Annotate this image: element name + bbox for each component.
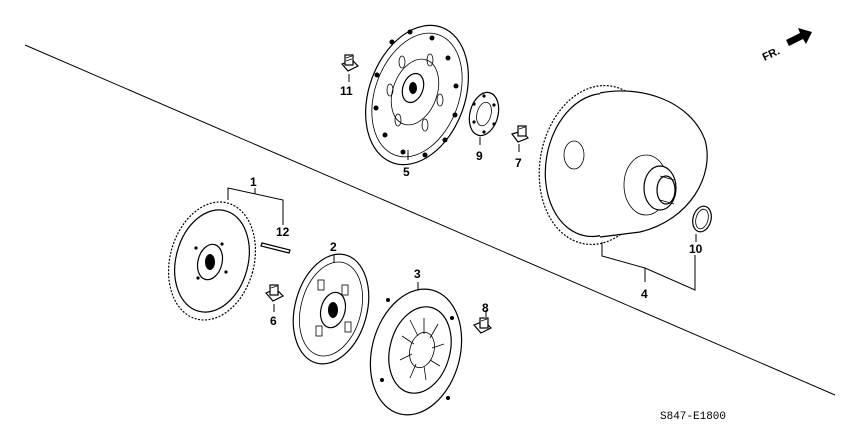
callout-8: 8: [482, 301, 489, 315]
part-10-o-ring[interactable]: [690, 204, 714, 234]
callout-3: 3: [414, 267, 421, 281]
callout-1: 1: [250, 175, 257, 189]
section-divider-line: [24, 44, 836, 396]
callout-5: 5: [403, 165, 410, 179]
diagram-code: S847-E1800: [660, 411, 726, 423]
part-12-dowel-pin[interactable]: [260, 242, 291, 254]
callout-11: 11: [340, 84, 353, 98]
part-8-bolt[interactable]: [472, 317, 493, 334]
part-7-bolt[interactable]: [511, 125, 530, 143]
part-11-bolt[interactable]: [340, 54, 360, 72]
callout-9: 9: [476, 149, 483, 163]
part-9-backing-plate[interactable]: [465, 89, 503, 139]
callout-4: 4: [641, 287, 648, 301]
part-1-flywheel[interactable]: [156, 192, 268, 330]
direction-label: FR.: [761, 45, 782, 63]
part-5-drive-plate[interactable]: [347, 11, 486, 179]
part-3-clutch-cover[interactable]: [357, 279, 475, 425]
part-4-torque-converter[interactable]: [527, 76, 708, 254]
callout-12: 12: [276, 225, 290, 239]
callout-10: 10: [689, 242, 703, 256]
callout-2: 2: [330, 240, 337, 254]
callout-6: 6: [270, 314, 277, 328]
part-2-clutch-disc[interactable]: [282, 246, 381, 373]
front-direction-arrow: FR.: [761, 28, 812, 64]
callout-7: 7: [515, 156, 522, 170]
part-6-bolt[interactable]: [264, 284, 285, 302]
